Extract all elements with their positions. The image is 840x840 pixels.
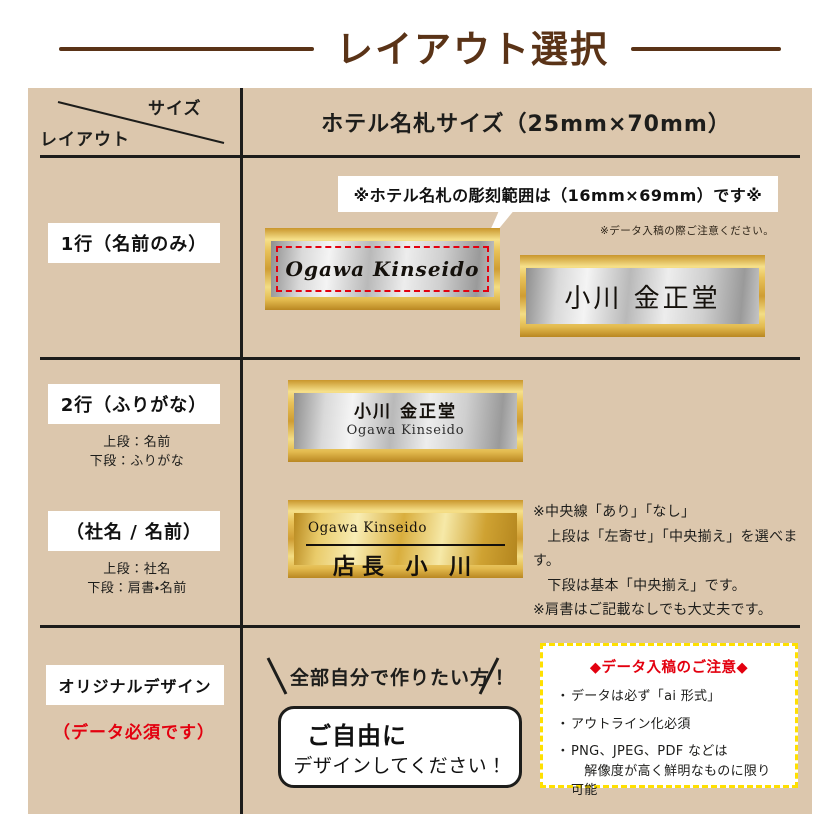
nameplate-two-line-furigana: 小川 金正堂 Ogawa Kinseido: [288, 380, 523, 462]
nameplate-gold-frame: 小川 金正堂 Ogawa Kinseido: [288, 380, 523, 462]
nameplate-company-name: Ogawa Kinseido 店長 小 川: [288, 500, 523, 580]
note-line: 上段は「左寄せ」「中央揃え」を選べます。: [533, 528, 798, 570]
nameplate-silver-face: Ogawa Kinseido: [271, 241, 494, 297]
nameplate-gold-frame: Ogawa Kinseido 店長 小 川: [288, 500, 523, 580]
warning-item: ・ アウトライン化必須: [555, 715, 783, 735]
nameplate-gold-frame: Ogawa Kinseido: [265, 228, 500, 310]
nameplate-center-rule: [306, 544, 505, 546]
row-label-company-name: （社名 / 名前）: [48, 511, 220, 551]
header-size-label: サイズ: [148, 99, 202, 119]
note-line: ※中央線「あり」「なし」: [533, 504, 696, 520]
column-divider: [240, 88, 243, 814]
row-sub-company-top: 上段：社名: [103, 562, 171, 577]
warning-title: ◆データ入稿のご注意◆: [589, 660, 749, 676]
nameplate-gold-face: Ogawa Kinseido 店長 小 川: [294, 513, 517, 580]
nameplate-script-text: Ogawa Kinseido: [285, 257, 480, 281]
nameplate-romaji-text: Ogawa Kinseido: [308, 520, 428, 536]
free-design-box[interactable]: ご自由に デザインしてください！: [278, 706, 522, 788]
bullet-icon: ・: [556, 689, 570, 704]
nameplate-gold-frame: 小川 金正堂: [520, 255, 765, 337]
row-label-two-line: 2行（ふりがな）: [48, 384, 220, 424]
row-label-one-line: 1行（名前のみ）: [48, 223, 220, 263]
row-sub-two-line-top: 上段：名前: [103, 435, 171, 450]
bullet-icon: ・: [556, 716, 570, 732]
note-line: ※肩書はご記載なしでも大丈夫です。: [533, 602, 773, 618]
row-label-data-required: （データ必須です）: [53, 723, 215, 743]
title-rule-right: [631, 47, 781, 51]
comparison-table: サイズ レイアウト ホテル名札サイズ（25mm×70mm） 1行（名前のみ） ※…: [28, 88, 812, 814]
corner-diagonal-line: [57, 101, 225, 144]
warning-item-text: PNG、JPEG、PDF などは 解像度が高く鮮明なものに限り可能: [571, 744, 771, 798]
engrave-range-bubble: ※ホテル名札の彫刻範囲は（16mm×69mm）です※: [338, 176, 778, 212]
nameplate-silver-face: 小川 金正堂: [526, 268, 759, 324]
header-main-label: ホテル名札サイズ（25mm×70mm）: [321, 111, 731, 137]
free-design-subtext: デザインしてください！: [293, 755, 507, 777]
header-divider: [40, 155, 800, 158]
catch-copy: 全部自分で作りたい方！: [290, 667, 511, 689]
warning-item-text: データは必ず「ai 形式」: [571, 689, 721, 704]
page-title: レイアウト選択: [336, 27, 609, 71]
row1-divider: [40, 357, 800, 360]
warning-item-text: アウトライン化必須: [571, 716, 691, 732]
nameplate-silver-face: 小川 金正堂 Ogawa Kinseido: [294, 393, 517, 449]
row-sub-two-line-bottom: 下段：ふりがな: [89, 454, 185, 469]
nameplate-japanese-text: 小川 金正堂: [354, 401, 457, 422]
nameplate-one-line-script: Ogawa Kinseido: [265, 228, 500, 310]
title-rule-left: [59, 47, 314, 51]
row2-divider: [40, 625, 800, 628]
nameplate-japanese-text: 店長 小 川: [332, 555, 479, 580]
free-design-heading: ご自由に: [307, 722, 407, 750]
bullet-icon: ・: [556, 744, 570, 759]
row-label-original-design: オリジナルデザイン: [46, 665, 224, 705]
nameplate-japanese-text: 小川 金正堂: [564, 283, 721, 314]
catch-slash-marks: [266, 657, 500, 695]
engraving-area-boundary: [276, 246, 489, 292]
page-title-row: レイアウト選択: [0, 18, 840, 80]
center-line-notes: ※中央線「あり」「なし」 上段は「左寄せ」「中央揃え」を選べます。 下段は基本「…: [533, 500, 813, 623]
data-submission-tiny-note: ※データ入稿の際ご注意ください。: [600, 225, 775, 237]
warning-item: ・ PNG、JPEG、PDF などは 解像度が高く鮮明なものに限り可能: [555, 742, 783, 801]
row-sub-company-bottom: 下段：肩書・名前: [87, 581, 187, 596]
note-line: 下段は基本「中央揃え」です。: [533, 577, 747, 594]
nameplate-romaji-text: Ogawa Kinseido: [346, 423, 465, 439]
warning-item: ・ データは必ず「ai 形式」: [555, 687, 783, 707]
header-layout-label: レイアウト: [40, 130, 130, 150]
data-submission-warning-box: ◆データ入稿のご注意◆ ・ データは必ず「ai 形式」 ・ アウトライン化必須 …: [540, 643, 798, 798]
nameplate-one-line-japanese: 小川 金正堂: [520, 255, 765, 337]
